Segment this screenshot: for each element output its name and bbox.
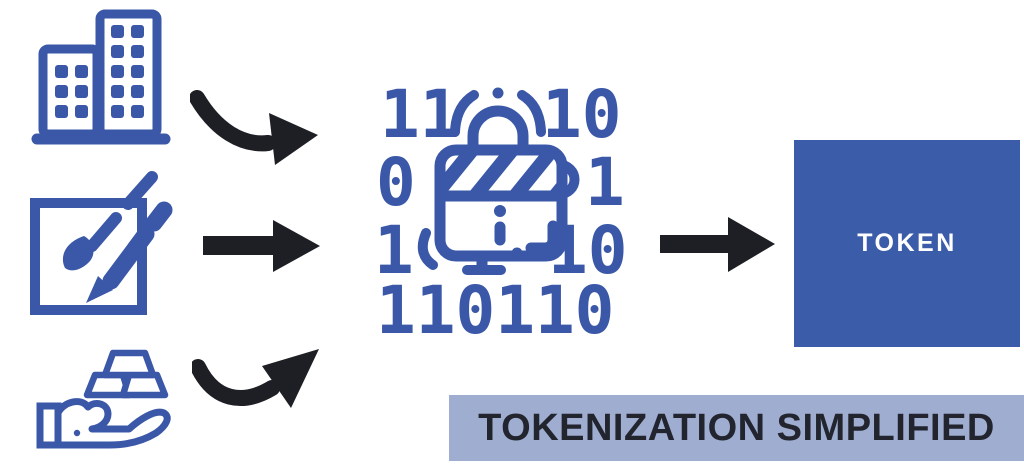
- title-banner: TOKENIZATION SIMPLIFIED: [449, 395, 1024, 461]
- art-canvas-brush-pen-icon: [30, 171, 173, 315]
- hand-holding-gold-bars-icon: [36, 349, 171, 449]
- binary-text: 1: [585, 144, 625, 221]
- token-box: TOKEN: [794, 140, 1020, 347]
- straight-arrow-to-token: [660, 217, 775, 272]
- binary-text: 0: [376, 144, 416, 221]
- banner-title: TOKENIZATION SIMPLIFIED: [478, 406, 995, 449]
- office-buildings-icon: [31, 9, 171, 145]
- binary-text: 1: [374, 212, 414, 289]
- padlock-icon: [417, 87, 580, 275]
- encrypted-binary-padlock-icon: 11 10 0 1 1 10 110110: [374, 86, 626, 336]
- binary-text: 110110: [376, 272, 614, 336]
- binary-text: 11: [380, 86, 459, 153]
- curved-arrow-top: [190, 90, 318, 165]
- curved-arrow-bottom: [192, 349, 319, 408]
- token-label: TOKEN: [857, 229, 957, 257]
- straight-arrow-middle: [203, 220, 320, 272]
- binary-text: 10: [542, 86, 621, 153]
